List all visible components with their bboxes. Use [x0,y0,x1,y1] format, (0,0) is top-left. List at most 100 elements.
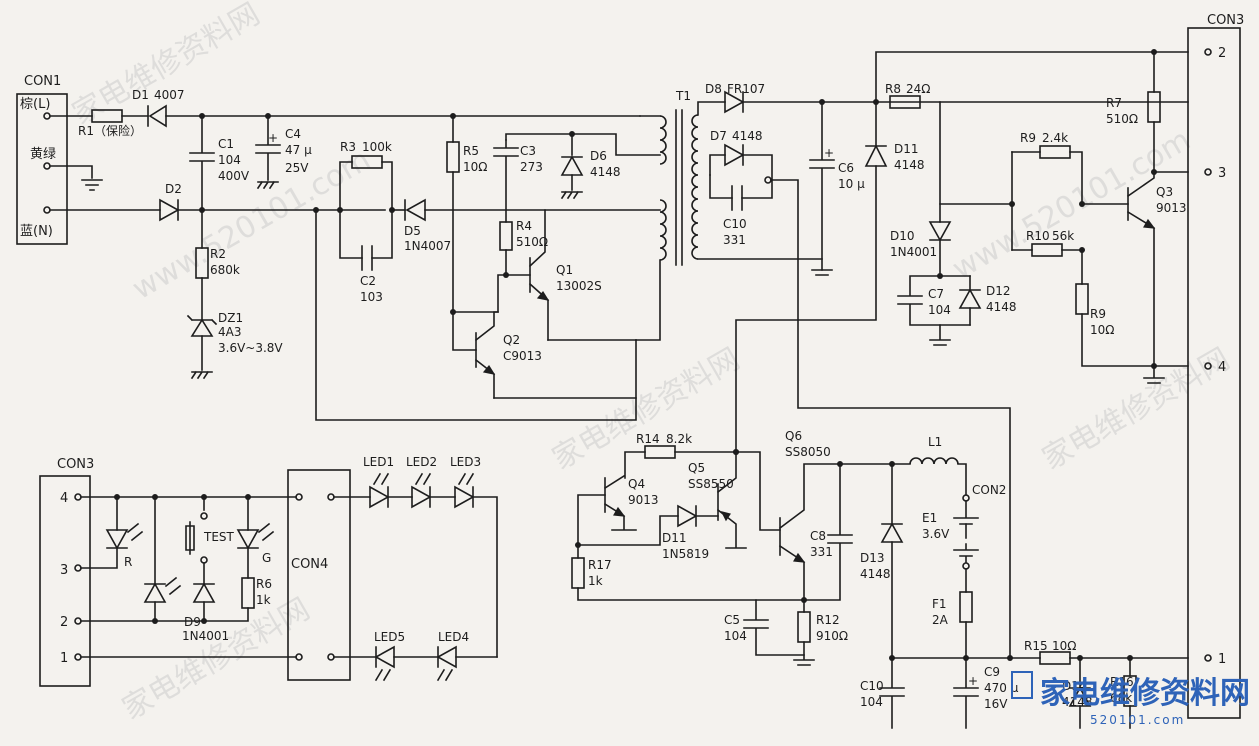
svg-text:C6: C6 [838,161,854,175]
svg-text:DZ1: DZ1 [218,311,243,325]
svg-text:LED3: LED3 [450,455,481,469]
svg-text:F1: F1 [932,597,947,611]
svg-text:10Ω: 10Ω [1090,323,1114,337]
svg-text:1N4007: 1N4007 [404,239,451,253]
svg-text:C3: C3 [520,144,536,158]
svg-text:C10: C10 [860,679,884,693]
d10-diode [928,221,952,242]
r3-resistor [351,155,383,169]
svg-text:470 μ: 470 μ [984,681,1019,695]
svg-text:Q6: Q6 [785,429,802,443]
svg-text:4148: 4148 [732,129,763,143]
svg-text:1N5819: 1N5819 [662,547,709,561]
svg-text:Q5: Q5 [688,461,705,475]
led5-diode [374,645,395,669]
svg-text:10Ω: 10Ω [463,160,487,174]
f1-fuse [959,591,973,623]
svg-text:D9: D9 [184,615,201,629]
svg-text:3.6V~3.8V: 3.6V~3.8V [218,341,283,355]
r10-resistor [1031,243,1063,257]
svg-text:R1（保险）: R1（保险） [78,123,142,138]
svg-text:R: R [124,555,132,569]
svg-text:1N4001: 1N4001 [890,245,937,259]
svg-text:68k: 68k [1110,691,1132,705]
svg-text:D12: D12 [986,284,1011,298]
svg-text:D1: D1 [132,88,149,102]
secondary-rectifier: D8 FR107 D7 4148 C10 331 + C6 10 μ R8 24… [705,82,1189,659]
svg-text:1k: 1k [256,593,271,607]
svg-text:4148: 4148 [1062,695,1093,709]
svg-text:1: 1 [60,651,68,666]
svg-text:家电维修资料网: 家电维修资料网 [547,342,746,477]
svg-text:273: 273 [520,160,543,174]
led1-diode [369,485,390,509]
d12-diode [958,288,982,309]
svg-text:47 μ: 47 μ [285,143,312,157]
svg-text:2A: 2A [932,613,949,627]
svg-text:10 μ: 10 μ [838,177,865,191]
svg-text:510Ω: 510Ω [1106,112,1138,126]
svg-text:R12: R12 [816,613,840,627]
r8-resistor [889,95,921,109]
svg-text:8.2k: 8.2k [666,432,692,446]
svg-text:家电维修资料网: 家电维修资料网 [1040,676,1250,711]
svg-text:56k: 56k [1052,229,1074,243]
svg-text:104: 104 [860,695,883,709]
led4-diode [436,645,457,669]
svg-text:G: G [262,551,271,565]
svg-text:C4: C4 [285,127,301,141]
svg-text:4: 4 [60,491,68,506]
svg-text:FR107: FR107 [727,82,765,96]
svg-text:2: 2 [1218,46,1226,61]
r17-resistor [571,557,585,589]
svg-text:R7: R7 [1106,96,1122,110]
svg-text:R3: R3 [340,140,356,154]
svg-text:C5: C5 [724,613,740,627]
r12-resistor [797,611,811,643]
svg-text:CON1: CON1 [24,74,61,89]
r9-upper-resistor [1039,145,1071,159]
d5-diode [405,198,426,222]
svg-text:R14: R14 [636,432,660,446]
led-g-diode [236,529,260,550]
svg-text:R10: R10 [1026,229,1050,243]
svg-text:4148: 4148 [894,158,925,172]
svg-text:1k: 1k [588,574,603,588]
svg-text:R17: R17 [588,558,612,572]
svg-text:331: 331 [723,233,746,247]
svg-text:4148: 4148 [986,300,1017,314]
svg-text:510Ω: 510Ω [516,235,548,249]
svg-text:104: 104 [928,303,951,317]
svg-text:3: 3 [1218,166,1226,181]
svg-text:4148: 4148 [860,567,891,581]
svg-text:家电维修资料网: 家电维修资料网 [1037,342,1236,477]
led-board: CON3 4 3 2 1 R TEST [39,455,498,687]
primary-switch: R5 10Ω C3 273 R4 510Ω D6 4148 Q1 13002S [446,115,661,399]
led-middle-diode [143,582,167,603]
svg-text:D11: D11 [894,142,919,156]
svg-text:SS8550: SS8550 [688,477,734,491]
svg-text:C7: C7 [928,287,944,301]
svg-text:1: 1 [1218,652,1226,667]
primary-input: D1 4007 R1（保险） C1 104 400V + C4 47 μ 25V… [49,88,641,380]
svg-text:16V: 16V [984,697,1008,711]
svg-text:T1: T1 [675,89,691,103]
svg-text:3: 3 [60,563,68,578]
svg-text:LED4: LED4 [438,630,469,644]
svg-text:331: 331 [810,545,833,559]
svg-text:R5: R5 [463,144,479,158]
d11-upper-diode [864,144,888,167]
svg-text:+: + [268,131,278,145]
led2-diode [411,485,432,509]
led3-diode [454,485,475,509]
d7-diode [724,143,745,167]
svg-text:2.4k: 2.4k [1042,131,1068,145]
svg-text:103: 103 [360,290,383,304]
svg-text:D10: D10 [890,229,915,243]
svg-text:R9: R9 [1090,307,1106,321]
dz1-zener [190,318,214,337]
svg-text:Q1: Q1 [556,263,573,277]
svg-text:C9: C9 [984,665,1000,679]
d2-diode [159,198,180,222]
